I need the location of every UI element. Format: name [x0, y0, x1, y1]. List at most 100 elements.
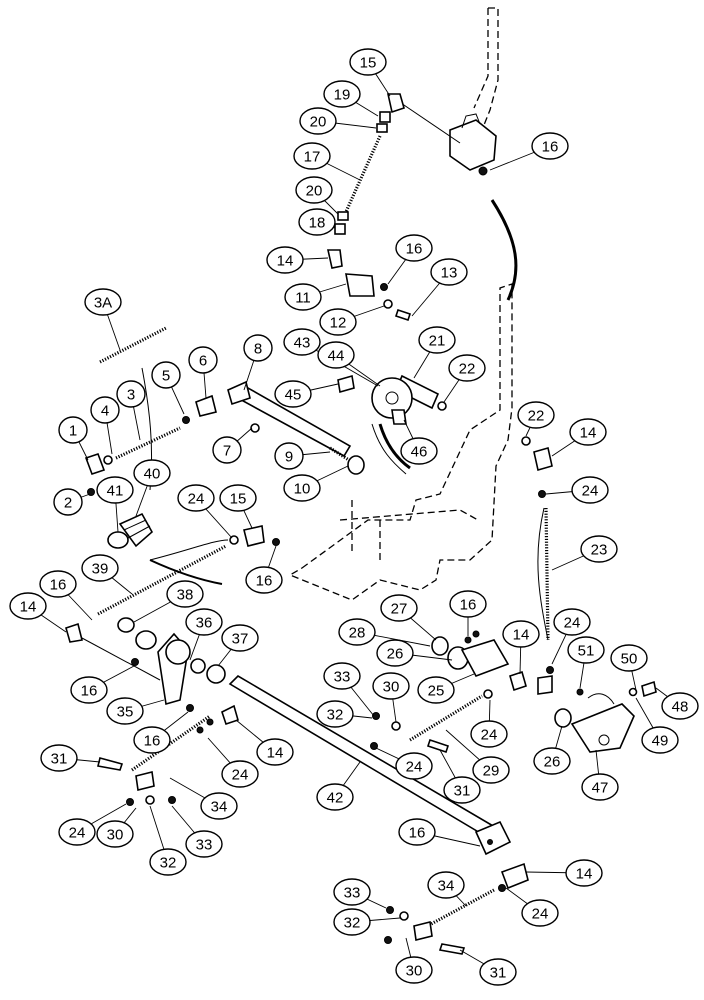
callout-number: 8	[254, 341, 262, 358]
callout-number: 34	[438, 878, 455, 895]
callout-bubble	[418, 326, 456, 354]
callout-bubble	[448, 354, 486, 382]
main-shaft-42	[228, 674, 512, 856]
callout-number: 31	[51, 751, 68, 768]
callout-14: 14	[9, 592, 47, 620]
callout-number: 15	[360, 55, 377, 72]
callout-bubble	[316, 783, 354, 811]
center-bellcrank	[117, 617, 226, 712]
callout-bubble	[565, 859, 603, 887]
callout-bubble	[245, 566, 283, 594]
left-linkage	[84, 394, 260, 496]
callout-16: 16	[70, 676, 108, 704]
callout-bubble	[417, 676, 455, 704]
callout-number: 26	[544, 754, 561, 771]
callout-20: 20	[295, 176, 333, 204]
callout-15: 15	[349, 48, 387, 76]
callout-bubble	[212, 436, 242, 464]
callout-number: 40	[144, 466, 161, 483]
callout-number: 24	[481, 727, 498, 744]
callout-bubble	[479, 958, 517, 986]
callout-bubble	[316, 700, 354, 728]
callout-bubble	[295, 176, 333, 204]
callout-number: 5	[162, 368, 170, 385]
callout-16: 16	[245, 566, 283, 594]
callout-bubble	[116, 380, 146, 408]
callout-32: 32	[316, 700, 354, 728]
callout-bubble	[221, 624, 259, 652]
callout-bubble	[81, 554, 119, 582]
callout-number: 28	[349, 625, 366, 642]
callout-bubble	[610, 644, 648, 672]
callout-bubble	[96, 476, 134, 504]
callout-number: 6	[199, 353, 207, 370]
callout-1: 1	[58, 416, 88, 444]
callout-number: 34	[211, 799, 228, 816]
callout-number: 25	[428, 683, 445, 700]
callout-16: 16	[449, 590, 487, 618]
callout-bubble	[133, 459, 171, 487]
callout-number: 45	[285, 387, 302, 404]
callout-number: 16	[406, 241, 423, 258]
callout-number: 17	[304, 149, 321, 166]
callout-bubble	[133, 726, 171, 754]
lever-bracket	[449, 113, 497, 176]
callout-24: 24	[470, 720, 508, 748]
callout-14: 14	[569, 418, 607, 446]
callout-number: 4	[101, 403, 109, 420]
callout-50: 50	[610, 644, 648, 672]
callout-24: 24	[395, 752, 433, 780]
callout-number: 14	[277, 253, 294, 270]
callout-24: 24	[221, 760, 259, 788]
callout-43: 43	[283, 328, 321, 356]
callout-bubble	[219, 484, 257, 512]
callout-number: 51	[578, 643, 595, 660]
callout-bubble	[185, 830, 223, 858]
callout-bubble	[177, 484, 215, 512]
callout-number: 16	[542, 139, 559, 156]
callout-bubble	[96, 820, 134, 848]
callout-bubble	[221, 760, 259, 788]
callout-bubble	[395, 752, 433, 780]
callout-bubble	[9, 592, 47, 620]
callout-bubble	[151, 361, 181, 389]
callout-bubble	[567, 636, 605, 664]
callout-number: 49	[652, 733, 669, 750]
callout-12: 12	[319, 308, 357, 336]
callout-47: 47	[581, 773, 619, 801]
callout-number: 30	[406, 963, 423, 980]
boot-parts	[107, 512, 229, 561]
callout-number: 14	[20, 599, 37, 616]
callout-number: 16	[460, 597, 477, 614]
callout-30: 30	[395, 956, 433, 984]
callout-number: 41	[107, 483, 124, 500]
callout-bubble	[395, 956, 433, 984]
callout-bubble	[400, 437, 438, 465]
callout-bubble	[472, 756, 510, 784]
callout-23: 23	[580, 535, 618, 563]
callout-number: 16	[81, 683, 98, 700]
lever-rod-8	[99, 326, 365, 491]
callout-bubble	[58, 416, 88, 444]
callout-22: 22	[517, 401, 555, 429]
callout-14: 14	[565, 859, 603, 887]
callout-number: 24	[188, 491, 205, 508]
callout-39: 39	[81, 554, 119, 582]
callout-33: 33	[333, 878, 371, 906]
callout-bubble	[333, 878, 371, 906]
upper-rod-assembly	[327, 93, 461, 322]
callout-30: 30	[96, 820, 134, 848]
callout-24: 24	[58, 818, 96, 846]
callout-number: 14	[513, 627, 530, 644]
callout-number: 14	[580, 425, 597, 442]
callout-bubble	[90, 396, 120, 424]
callout-bubble	[299, 107, 337, 135]
callout-number: 33	[196, 837, 213, 854]
callout-bubble	[470, 720, 508, 748]
callout-11: 11	[284, 283, 322, 311]
callout-number: 12	[330, 315, 347, 332]
callout-32: 32	[149, 848, 187, 876]
callout-number: 15	[230, 491, 247, 508]
